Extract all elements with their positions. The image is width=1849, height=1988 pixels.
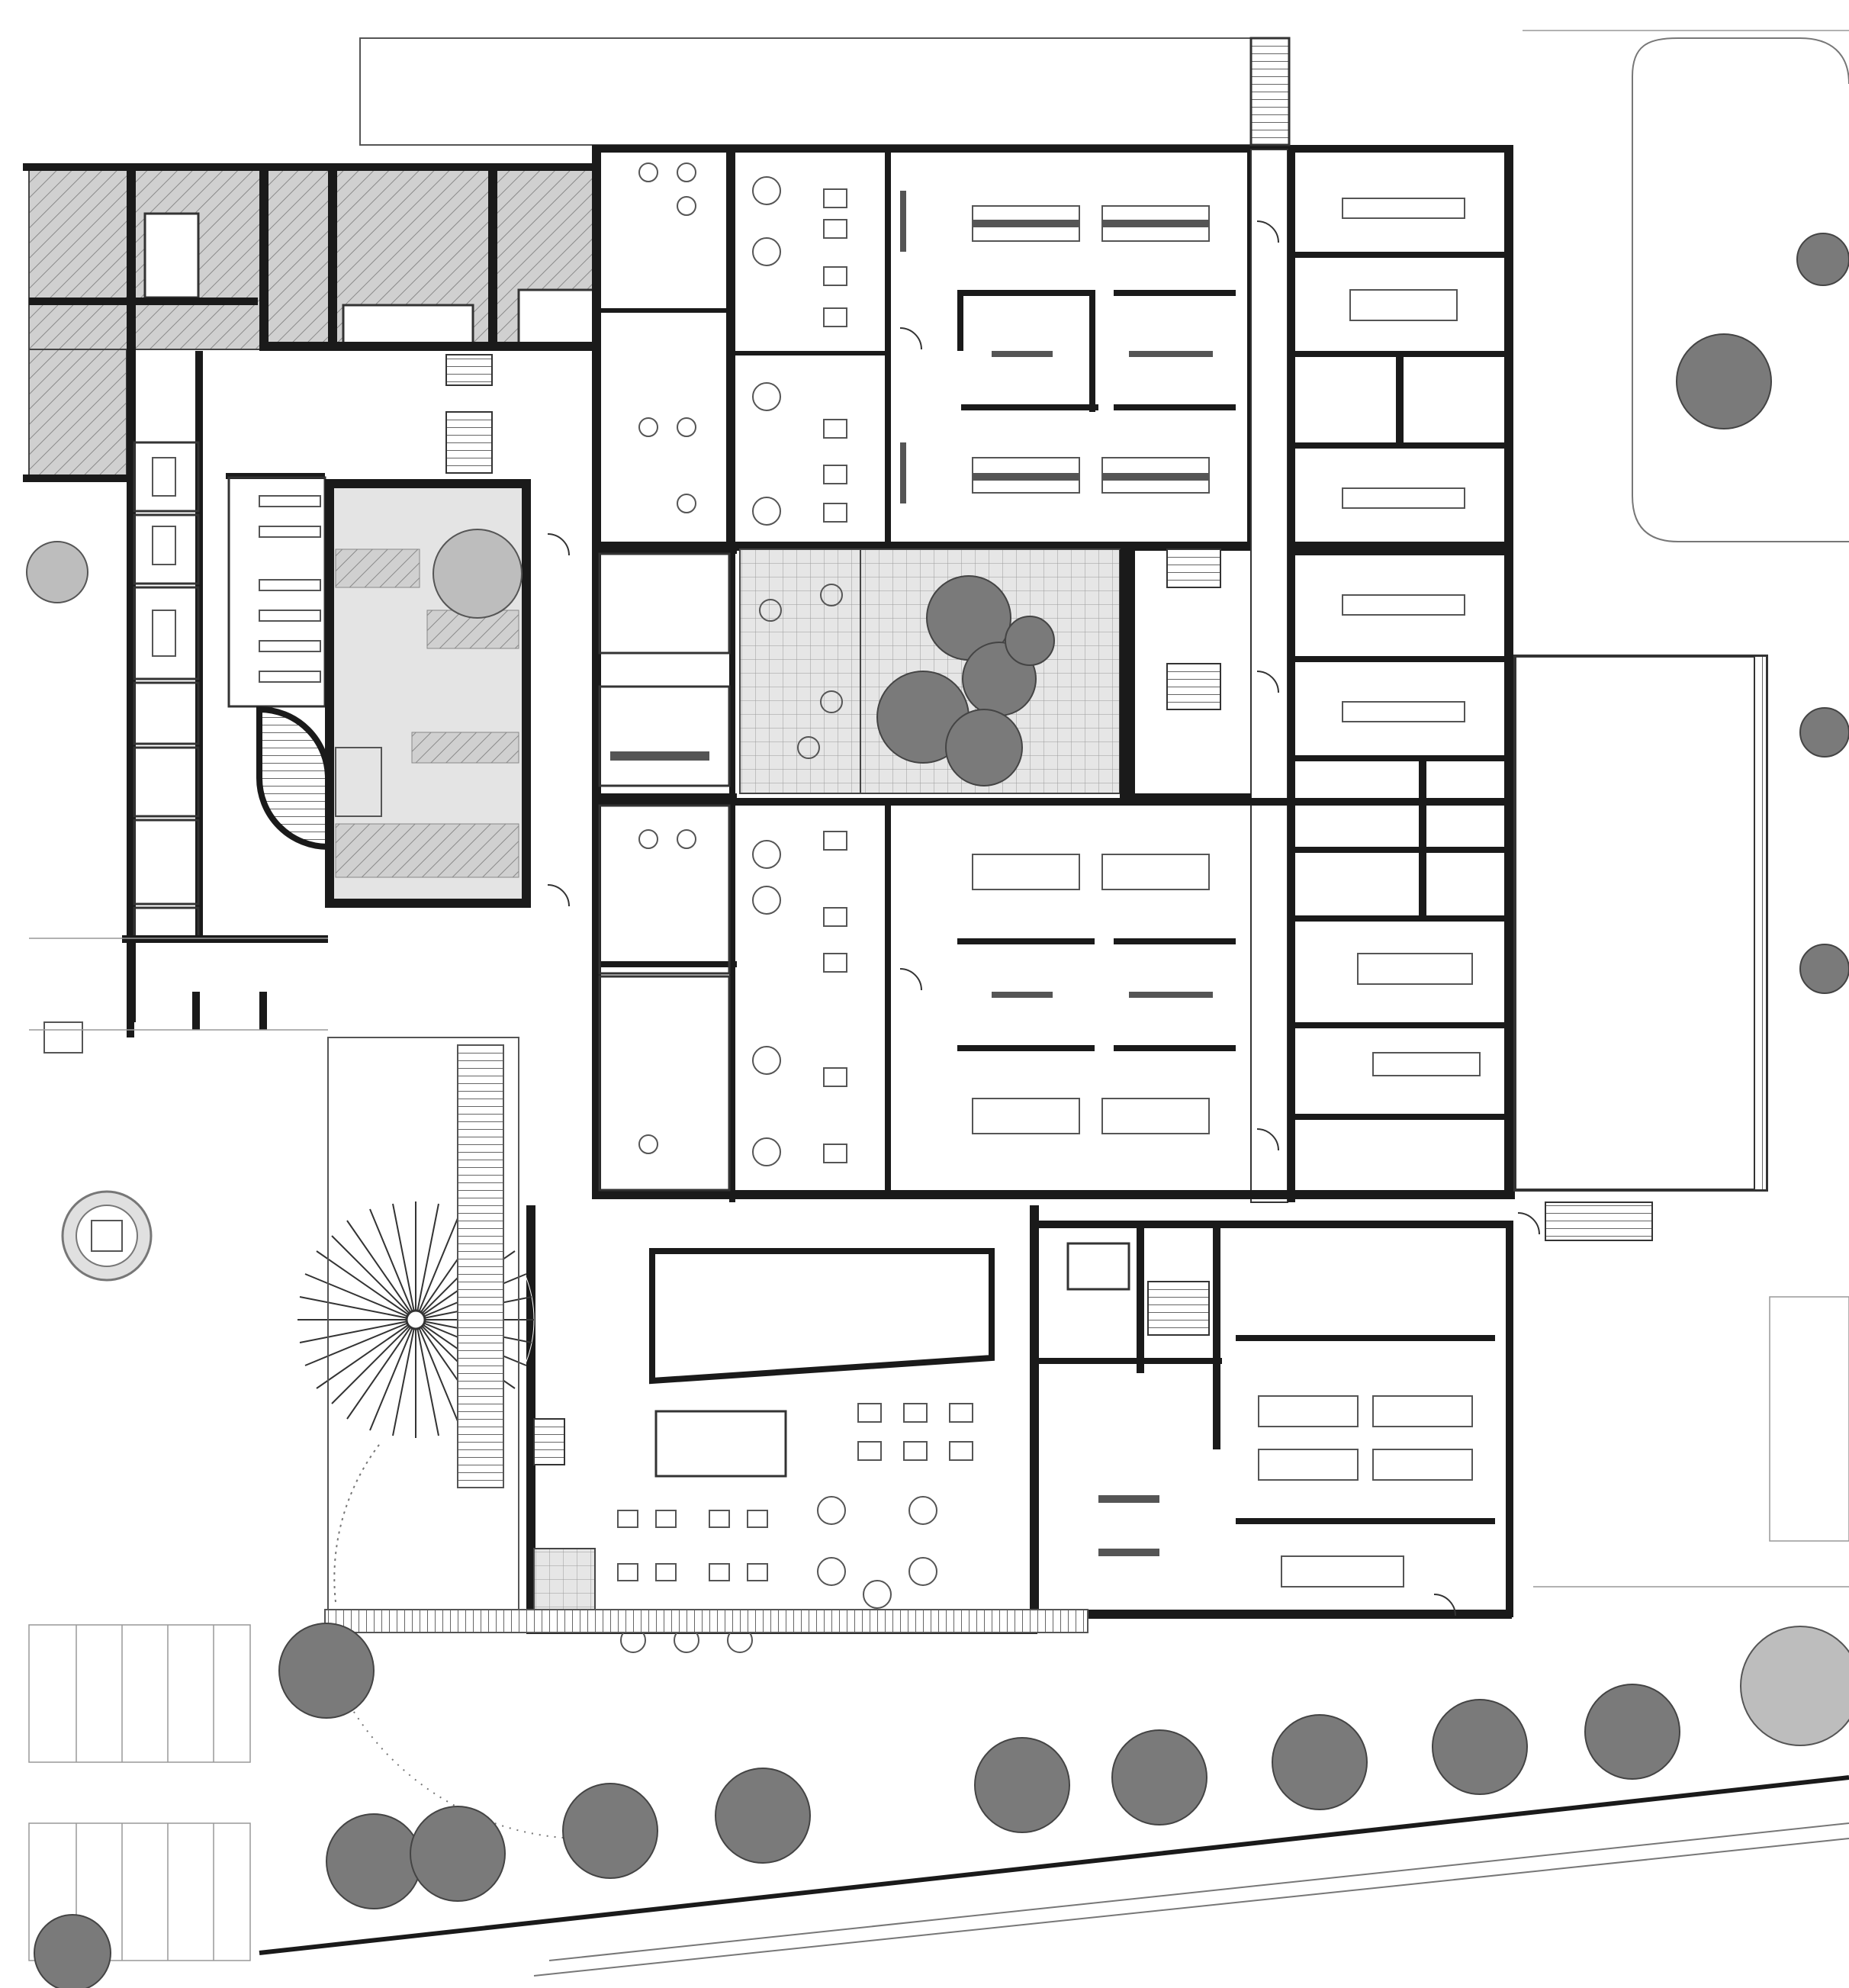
north-stair: [445, 354, 493, 474]
courtyard: [739, 548, 1129, 801]
classroom-tables-nw: [638, 162, 847, 526]
south-site: [28, 1609, 1849, 1977]
spiral-stair: [256, 706, 331, 851]
dining-tables: [617, 1403, 973, 1653]
south-classroom-block: [592, 798, 1515, 1199]
kitchen-and-services: [1039, 1221, 1513, 1619]
stairwells-central: [1129, 548, 1251, 799]
tree-icon: [876, 575, 1055, 787]
west-wing-offices: [122, 351, 328, 1037]
tree-icon: [34, 233, 1849, 1988]
science-labs-north: [900, 191, 1236, 503]
site-lines: [29, 30, 1849, 1588]
east-labs-column: [1295, 198, 1509, 1120]
north-classroom-block: [359, 37, 1513, 1203]
door-swing-icon: [547, 220, 1540, 1616]
library-room: [226, 473, 326, 708]
atrium-hall: [325, 479, 531, 908]
dining-hall: [526, 1205, 1039, 1653]
classroom-column-west: [592, 145, 737, 1202]
existing-building-hatched: [23, 163, 595, 484]
east-terrace: [1513, 37, 1849, 1542]
west-site: [26, 541, 519, 1610]
